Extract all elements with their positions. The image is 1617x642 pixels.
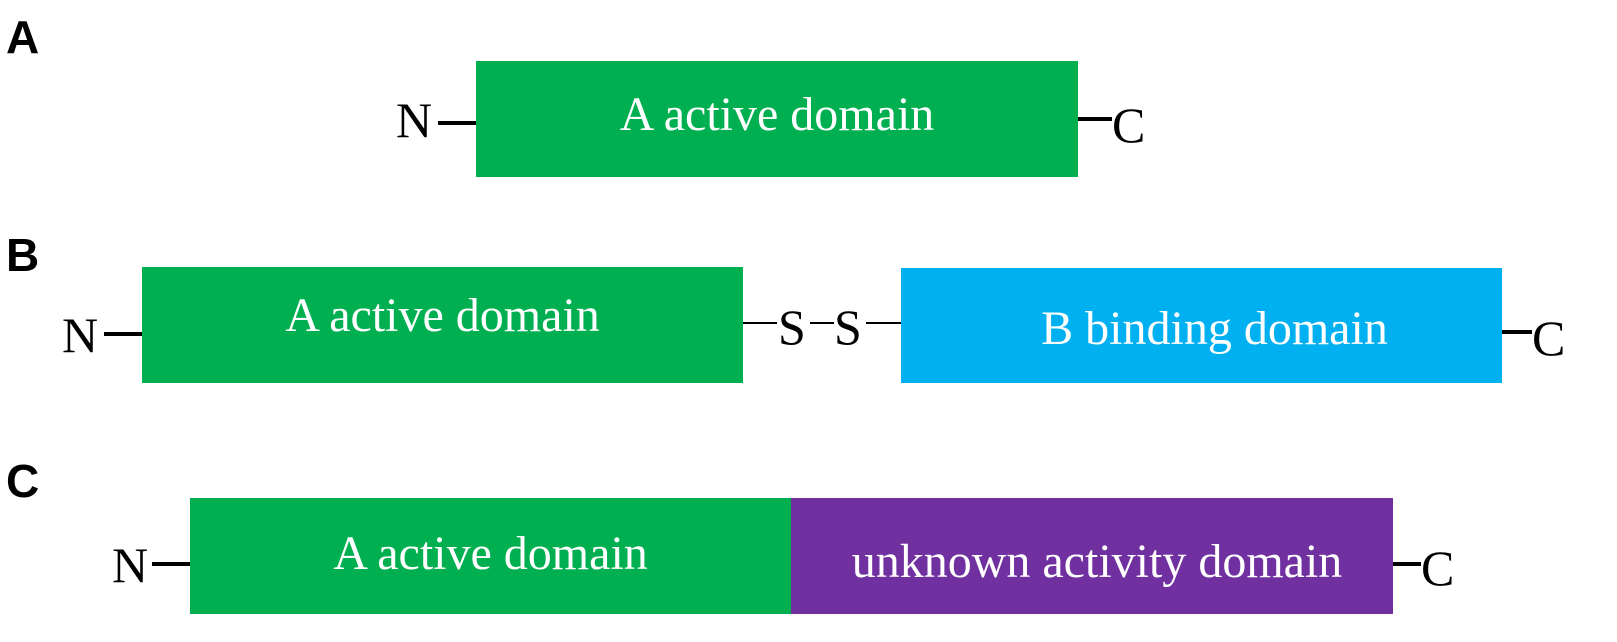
panel-label-c: C	[6, 455, 40, 507]
c-terminus-label: C	[1421, 540, 1455, 596]
n-terminus-line	[438, 121, 476, 125]
c-terminus-line	[1393, 562, 1421, 566]
n-terminus-label: N	[112, 537, 149, 593]
active-domain: A active domain	[142, 267, 743, 383]
disulfide-bond	[810, 322, 834, 324]
sulfur-atom: S	[778, 299, 806, 355]
linker-line	[743, 322, 777, 324]
panel-label-b: B	[6, 229, 40, 281]
n-terminus-label: N	[396, 92, 433, 148]
n-terminus-label: N	[62, 307, 99, 363]
n-terminus-line	[152, 562, 190, 566]
active-domain: A active domain	[476, 61, 1078, 177]
n-terminus-line	[104, 332, 142, 336]
active-domain: A active domain	[190, 498, 791, 614]
sulfur-atom: S	[834, 299, 862, 355]
unknown-activity-domain: unknown activity domain	[791, 498, 1393, 614]
c-terminus-line	[1078, 117, 1112, 121]
linker-line	[866, 322, 901, 324]
c-terminus-line	[1502, 330, 1532, 334]
panel-label-a: A	[6, 11, 40, 63]
c-terminus-label: C	[1532, 310, 1566, 366]
binding-domain: B binding domain	[901, 268, 1502, 383]
c-terminus-label: C	[1112, 97, 1146, 153]
